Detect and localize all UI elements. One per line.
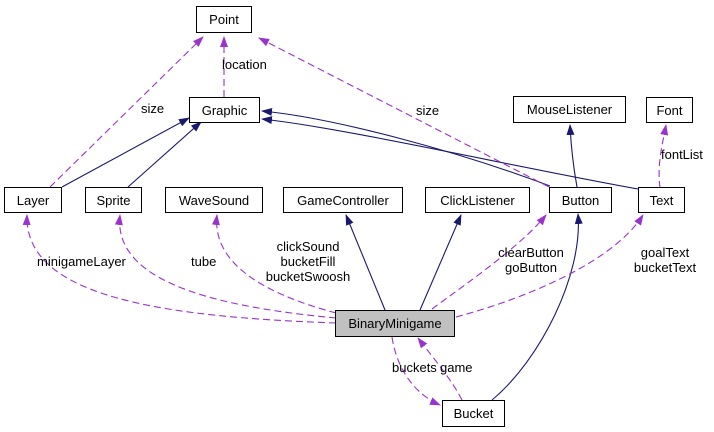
edge-label-buckets: buckets — [392, 360, 437, 375]
edge-binaryminigame-button — [431, 214, 547, 310]
edge-sprite-graphic — [127, 121, 202, 188]
class-node-mouselistener[interactable]: MouseListener — [513, 96, 626, 123]
edge-layer-graphic — [61, 117, 190, 188]
edge-bucket-button — [491, 213, 583, 401]
edge-label-size-right: size — [416, 103, 440, 118]
edge-label-buttons: clearButton goButton — [498, 245, 564, 275]
class-node-wavesound[interactable]: WaveSound — [165, 187, 263, 213]
class-node-layer[interactable]: Layer — [4, 187, 62, 213]
class-node-gamecontroller[interactable]: GameController — [283, 187, 403, 213]
edge-label-game: game — [440, 360, 473, 375]
edge-label-texts: goalText bucketText — [633, 245, 697, 275]
class-node-bucket[interactable]: Bucket — [442, 400, 505, 427]
edge-binaryminigame-text — [455, 214, 644, 318]
edge-button-point-size — [258, 37, 550, 188]
edge-label-location: location — [222, 57, 267, 72]
edge-binaryminigame-wavesound — [211, 214, 337, 314]
edge-binaryminigame-gamecontroller — [345, 214, 386, 311]
edge-text-font-fontlist — [658, 124, 669, 189]
edge-label-sounds: clickSound bucketFill bucketSwoosh — [265, 239, 351, 284]
class-node-point[interactable]: Point — [196, 6, 252, 33]
edge-label-size-left: size — [141, 101, 165, 116]
edge-text-graphic — [261, 116, 639, 190]
edge-button-graphic — [261, 107, 551, 187]
edge-label-fontlist: fontList — [661, 147, 703, 162]
class-node-font[interactable]: Font — [646, 97, 693, 123]
edge-binaryminigame-clicklistener — [419, 214, 462, 311]
class-node-clicklistener[interactable]: ClickListener — [425, 187, 530, 213]
edge-bucket-binaryminigame-game — [417, 337, 463, 401]
class-node-button[interactable]: Button — [549, 187, 612, 213]
edge-label-minigamelayer: minigameLayer — [37, 254, 126, 269]
edge-button-mouselistener — [566, 124, 578, 188]
edge-binaryminigame-bucket — [391, 336, 441, 406]
edge-label-tube: tube — [191, 254, 217, 269]
edge-binaryminigame-layer — [22, 214, 337, 324]
class-node-graphic[interactable]: Graphic — [189, 97, 260, 123]
edge-binaryminigame-sprite — [114, 214, 337, 319]
class-node-text[interactable]: Text — [638, 187, 685, 213]
class-node-binaryminigame[interactable]: BinaryMinigame — [335, 310, 455, 337]
class-node-sprite[interactable]: Sprite — [85, 187, 142, 213]
edge-layer-point-size — [49, 36, 204, 188]
